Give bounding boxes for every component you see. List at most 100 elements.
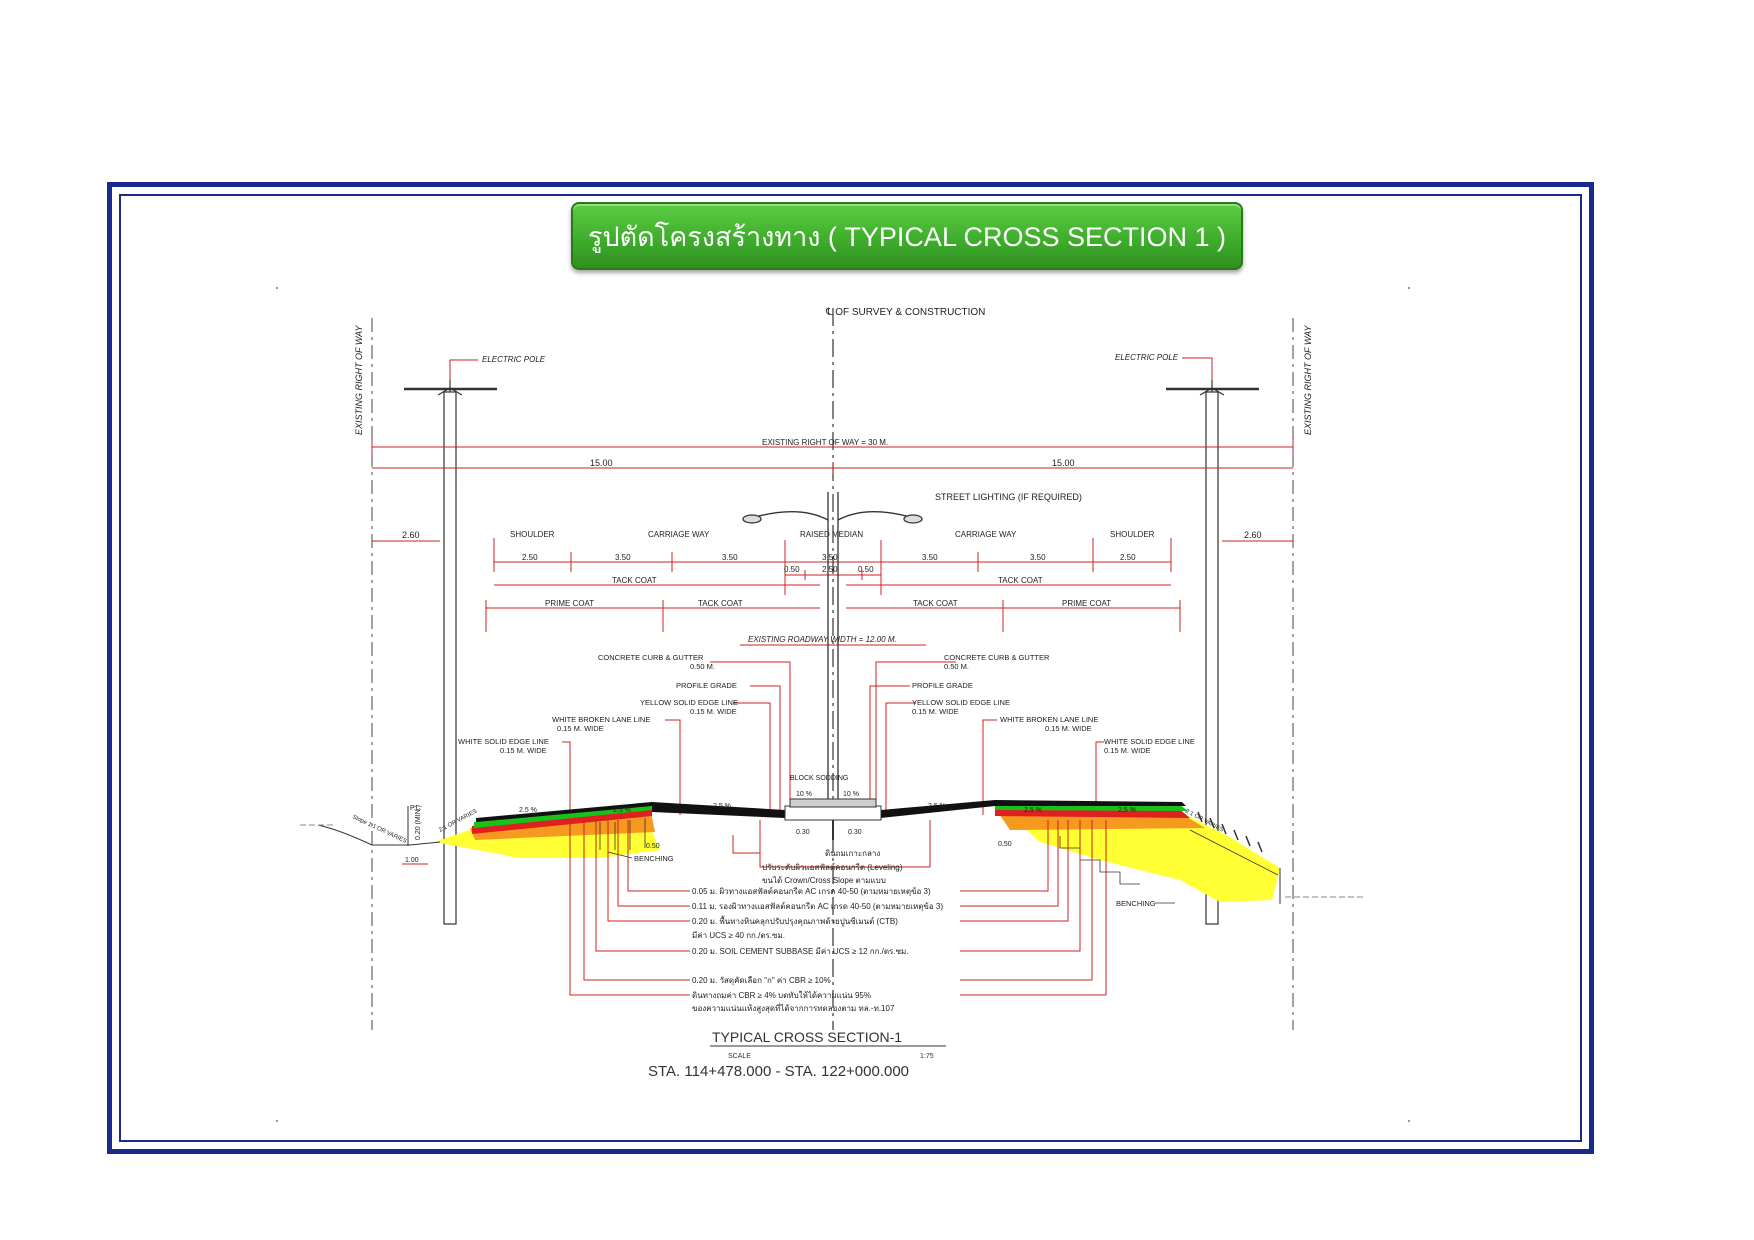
tack-coat-left: TACK COAT — [612, 576, 657, 585]
curb-left-width: 0.50 M. — [690, 662, 715, 671]
width-030-left: 0.30 — [796, 829, 810, 836]
edge-left-dim: 2.60 — [402, 530, 420, 540]
ditch-left — [317, 806, 441, 865]
ditch-pl-label: P.L. — [410, 805, 422, 812]
roadway-surface — [652, 798, 995, 840]
curb-left-label: CONCRETE CURB & GUTTER — [598, 653, 704, 662]
embankment-left — [435, 802, 660, 858]
median-slope-left: 10 % — [796, 791, 812, 798]
width-shoulder-right: 2.50 — [1120, 553, 1136, 562]
white-broken-left: WHITE BROKEN LANE LINE — [552, 715, 650, 724]
yellow-line-right: YELLOW SOLID EDGE LINE — [912, 698, 1010, 707]
ditch-min-label: 0.20 (MIN.) — [415, 805, 422, 840]
block-sodding-label: BLOCK SODDING — [790, 775, 848, 782]
row-label-right: EXISTING RIGHT OF WAY — [1303, 324, 1313, 435]
layer-leaders — [569, 820, 1107, 996]
dimension-ticks — [371, 440, 1294, 474]
yellow-line-left-width: 0.15 M. WIDE — [690, 707, 737, 716]
width-050-right: 0.50 — [998, 841, 1012, 848]
leveling-note: ปรับระดับผิวแอสฟัลต์คอนกรีต (Leveling) — [762, 862, 903, 872]
width-lane-right-1: 3.50 — [922, 553, 938, 562]
embankment-right — [995, 800, 1281, 904]
white-solid-right: WHITE SOLID EDGE LINE — [1104, 737, 1195, 746]
width-shoulder-left: 2.50 — [522, 553, 538, 562]
existing-roadway-dim: EXISTING ROADWAY WIDTH = 12.00 M. — [748, 635, 897, 644]
curb-right-width: 0.50 M. — [944, 662, 969, 671]
title-banner: รูปตัดโครงสร้างทาง ( TYPICAL CROSS SECTI… — [571, 202, 1243, 270]
white-broken-right: WHITE BROKEN LANE LINE — [1000, 715, 1098, 724]
pole-label-left: ELECTRIC POLE — [482, 355, 546, 364]
width-lane-left-2: 3.50 — [722, 553, 738, 562]
white-broken-left-width: 0.15 M. WIDE — [557, 724, 604, 733]
layer-note-2: 0.11 ม. รองผิวทางแอสฟัลต์คอนกรีต AC เกรด… — [692, 901, 943, 911]
benching-right-label: BENCHING — [1116, 899, 1156, 908]
profile-grade-left: PROFILE GRADE — [676, 681, 737, 690]
tack-coat-right-2: TACK COAT — [913, 599, 958, 608]
layer-note-1: 0.05 ม. ผิวทางแอสฟัลต์คอนกรีต AC เกรด 40… — [692, 886, 931, 896]
median-fill-note: ดินถมเกาะกลาง — [825, 849, 880, 858]
carriage-left-label: CARRIAGE WAY — [648, 530, 710, 539]
row-total-dim: EXISTING RIGHT OF WAY = 30 M. — [762, 438, 888, 447]
corner-marks — [276, 287, 1410, 1122]
carriage-right-label: CARRIAGE WAY — [955, 530, 1017, 539]
layer-note-6b: ของความแน่นแห้งสูงสุดที่ได้จากการทดลองตา… — [692, 1002, 895, 1014]
half-right-dim: 15.00 — [1052, 458, 1075, 468]
width-lane-left-1: 3.50 — [615, 553, 631, 562]
curb-right-label: CONCRETE CURB & GUTTER — [944, 653, 1050, 662]
tack-coat-left-2: TACK COAT — [698, 599, 743, 608]
scale-label: SCALE — [728, 1053, 751, 1060]
scale-value: 1:75 — [920, 1053, 934, 1060]
centerline-label: ℄ OF SURVEY & CONSTRUCTION — [825, 307, 985, 318]
width-050-left: 0.50 — [646, 843, 660, 850]
width-030-right: 0.30 — [848, 829, 862, 836]
median-slope-right: 10 % — [843, 791, 859, 798]
yellow-line-right-width: 0.15 M. WIDE — [912, 707, 959, 716]
pole-leaders — [449, 357, 1213, 380]
slope-label-2: 2.5 % — [613, 807, 631, 814]
half-left-dim: 15.00 — [590, 458, 613, 468]
median-dim-right: 0.50 — [858, 565, 874, 574]
yellow-line-left: YELLOW SOLID EDGE LINE — [640, 698, 738, 707]
median-dim-center: 2.50 — [822, 565, 838, 574]
slope-label-1: 2.5 % — [519, 807, 537, 814]
layer-note-3b: มีค่า UCS ≥ 40 กก./ตร.ซม. — [692, 931, 785, 940]
tack-coat-right: TACK COAT — [998, 576, 1043, 585]
ditch-slope-label: Slope 1:1 OR VARIES — [351, 814, 407, 844]
slope-label-5: 2.5 % — [1024, 807, 1042, 814]
shoulder-left-label: SHOULDER — [510, 530, 555, 539]
width-median: 3.50 — [822, 553, 838, 562]
drawing-frame — [107, 182, 1594, 1154]
electric-pole-left — [404, 380, 497, 925]
median-label: RAISED MEDIAN — [800, 530, 863, 539]
ditch-width-label: 1.00 — [405, 857, 419, 864]
station-range: STA. 114+478.000 - STA. 122+000.000 — [648, 1063, 909, 1080]
profile-grade-right: PROFILE GRADE — [912, 681, 973, 690]
street-lighting-label: STREET LIGHTING (IF REQUIRED) — [935, 492, 1082, 502]
electric-pole-right — [1166, 380, 1259, 925]
median-dim-left: 0.50 — [784, 565, 800, 574]
layer-note-5: 0.20 ม. วัสดุคัดเลือก "ก" ค่า CBR ≥ 10% — [692, 976, 831, 985]
drawing-frame-inner — [119, 194, 1582, 1142]
shoulder-right-label: SHOULDER — [1110, 530, 1155, 539]
white-solid-left-width: 0.15 M. WIDE — [500, 746, 547, 755]
pole-label-right: ELECTRIC POLE — [1115, 353, 1179, 362]
prime-coat-left: PRIME COAT — [545, 599, 594, 608]
benching-left-label: BENCHING — [634, 854, 674, 863]
layer-note-6: ดินทางถมค่า CBR ≥ 4% บดทับให้ได้ความแน่น… — [692, 991, 871, 1000]
street-light — [742, 492, 923, 808]
crown-slope-note: ขนได้ Crown/Cross Slope ตามแบบ — [762, 876, 886, 885]
section-title: TYPICAL CROSS SECTION-1 — [712, 1029, 902, 1045]
slope-label-4: 2.5 % — [928, 803, 946, 810]
width-lane-right-2: 3.50 — [1030, 553, 1046, 562]
layer-note-4: 0.20 ม. SOIL CEMENT SUBBASE มีค่า UCS ≥ … — [692, 947, 909, 956]
layer-note-3: 0.20 ม. พื้นทางหินคลุกปรับปรุงคุณภาพด้วย… — [692, 915, 898, 927]
white-solid-right-width: 0.15 M. WIDE — [1104, 746, 1151, 755]
row-label-left: EXISTING RIGHT OF WAY — [354, 324, 364, 435]
slope-label-6: 2.5 % — [1118, 807, 1136, 814]
page-title: รูปตัดโครงสร้างทาง ( TYPICAL CROSS SECTI… — [588, 221, 1226, 252]
slope-label-3: 2.5 % — [713, 803, 731, 810]
callout-leaders — [562, 661, 1104, 815]
white-solid-left: WHITE SOLID EDGE LINE — [458, 737, 549, 746]
edge-right-dim: 2.60 — [1244, 530, 1262, 540]
